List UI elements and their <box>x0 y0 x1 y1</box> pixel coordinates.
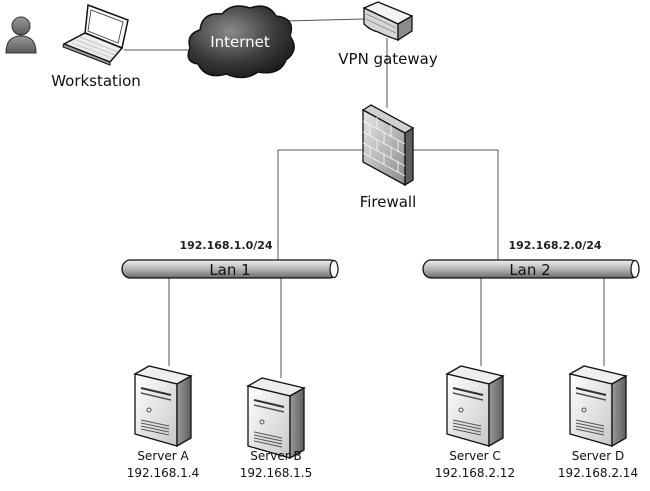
lan1-label: Lan 1 <box>209 261 250 279</box>
laptop-icon[interactable] <box>62 3 129 66</box>
server-c-name: Server C <box>449 449 501 463</box>
server-b-name: Server B <box>250 449 301 463</box>
server-d-ip: 192.168.2.14 <box>558 466 638 480</box>
cloud-icon[interactable] <box>187 5 295 79</box>
server-b-ip: 192.168.1.5 <box>240 466 313 480</box>
lan1-bus[interactable] <box>121 259 339 279</box>
link-firewall-lan1 <box>277 149 362 262</box>
server-a-icon[interactable] <box>133 365 193 448</box>
link-firewall-lan2 <box>412 149 499 262</box>
server-c-ip: 192.168.2.12 <box>435 466 515 480</box>
person-icon <box>5 16 37 54</box>
server-d-icon[interactable] <box>568 365 628 448</box>
vpn-gateway-label: VPN gateway <box>338 50 438 68</box>
lan2-bus[interactable] <box>422 259 640 279</box>
server-d-name: Server D <box>572 449 624 463</box>
server-c-icon[interactable] <box>445 365 505 448</box>
firewall-label: Firewall <box>360 193 417 211</box>
router-icon[interactable] <box>362 1 414 42</box>
workstation-label: Workstation <box>51 72 141 90</box>
servers-group: Server A 192.168.1.4 Server B 192.168.1.5 Se… <box>127 365 638 480</box>
link-internet-vpn <box>284 18 365 22</box>
lan1-subnet: 192.168.1.0/24 <box>179 239 272 252</box>
server-a-ip: 192.168.1.4 <box>127 466 200 480</box>
server-a-name: Server A <box>137 449 189 463</box>
server-b-icon[interactable] <box>246 377 306 460</box>
lan2-label: Lan 2 <box>509 261 550 279</box>
connections <box>124 18 605 378</box>
lan2-subnet: 192.168.2.0/24 <box>508 239 601 252</box>
internet-label: Internet <box>210 33 270 51</box>
firewall-icon[interactable] <box>361 104 415 187</box>
